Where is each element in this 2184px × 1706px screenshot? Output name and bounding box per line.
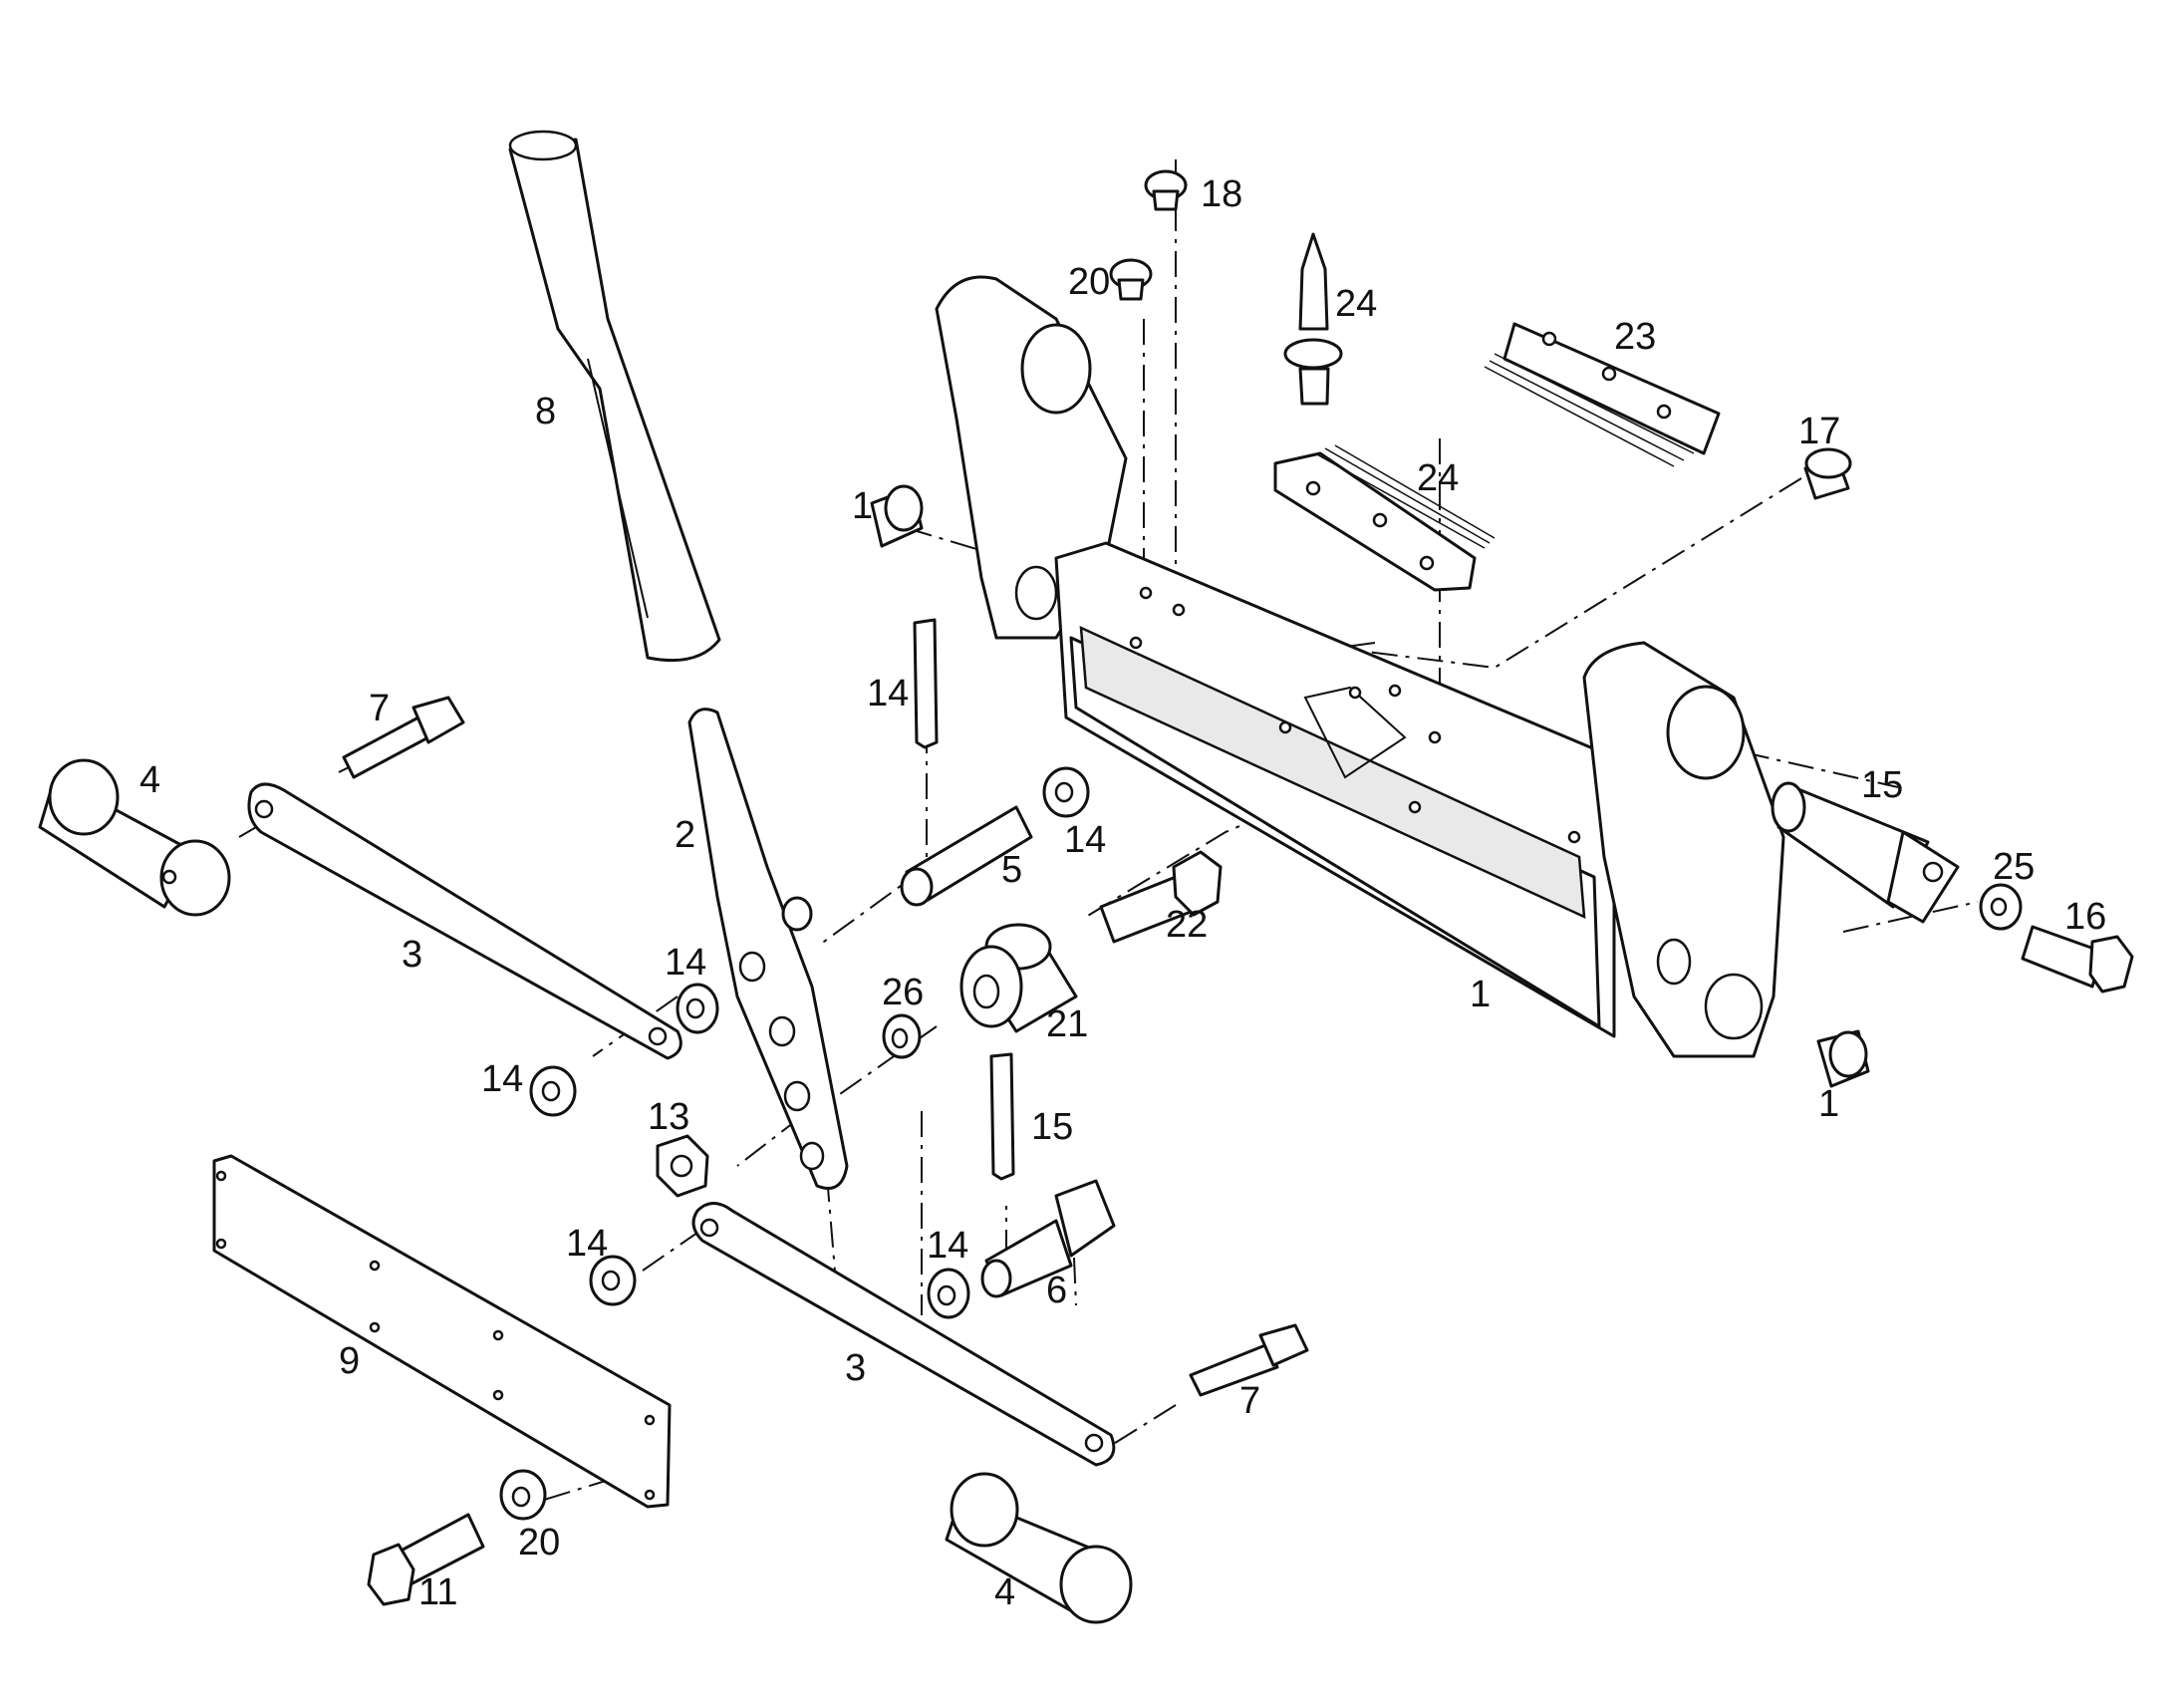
taper-pin-upper bbox=[913, 618, 939, 749]
callout-label: 25 bbox=[1993, 846, 2035, 888]
nut-13 bbox=[656, 1134, 709, 1198]
pin-upper bbox=[342, 696, 465, 779]
callout-label: 4 bbox=[994, 1571, 1015, 1613]
callout-label: 20 bbox=[518, 1522, 560, 1564]
stepped-pin-6 bbox=[980, 1179, 1116, 1298]
washer-26 bbox=[1979, 883, 2023, 931]
callout-label: 1 bbox=[852, 485, 873, 527]
callout-label: 7 bbox=[1239, 1380, 1260, 1422]
spike-25 bbox=[1283, 232, 1343, 406]
callout-label: 4 bbox=[139, 759, 160, 801]
callout-label: 14 bbox=[867, 673, 909, 714]
callout-label: 14 bbox=[566, 1223, 608, 1265]
callout-label: 20 bbox=[1068, 261, 1110, 303]
callout-label: 14 bbox=[665, 942, 706, 984]
washers-14 bbox=[529, 766, 1090, 1319]
cover-plate bbox=[212, 1154, 672, 1509]
brush-strip-upper bbox=[1484, 322, 1721, 467]
callout-label: 23 bbox=[1614, 316, 1656, 358]
link-upper bbox=[247, 782, 682, 1060]
callout-label: 22 bbox=[1166, 904, 1208, 946]
bolt-23 bbox=[1099, 850, 1223, 944]
callout-label: 18 bbox=[1201, 173, 1242, 215]
callout-label: 13 bbox=[648, 1096, 689, 1138]
roller-upper bbox=[38, 758, 231, 917]
callout-label: 15 bbox=[1031, 1106, 1073, 1148]
washer-30 bbox=[882, 1013, 922, 1059]
callout-label: 17 bbox=[1798, 411, 1840, 452]
callout-label: 16 bbox=[2064, 896, 2106, 938]
callout-label: 24 bbox=[1417, 457, 1459, 499]
link-lower bbox=[691, 1202, 1116, 1467]
bushing-1-left bbox=[870, 484, 924, 548]
bushing-22 bbox=[959, 923, 1078, 1033]
brush-strip-lower bbox=[1273, 444, 1496, 592]
lever bbox=[687, 708, 849, 1190]
washer-21 bbox=[499, 1469, 547, 1521]
callout-labels: 1 1 1 2 3 3 4 4 5 6 7 7 8 9 11 13 14 14 … bbox=[139, 173, 2106, 1613]
roller-lower bbox=[945, 1472, 1133, 1624]
callout-label: 3 bbox=[402, 934, 422, 976]
callout-label: 2 bbox=[675, 814, 695, 856]
bolt-17 bbox=[2021, 925, 2134, 994]
callout-label: 26 bbox=[882, 972, 924, 1013]
callout-label: 14 bbox=[1064, 819, 1106, 861]
bushing-1-right bbox=[1816, 1029, 1870, 1088]
callout-label: 14 bbox=[927, 1225, 968, 1267]
pin-5 bbox=[900, 805, 1033, 907]
cap-18 bbox=[1803, 447, 1852, 500]
callout-label: 1 bbox=[1470, 974, 1491, 1015]
callout-label: 8 bbox=[535, 391, 556, 432]
callout-label: 9 bbox=[339, 1340, 360, 1382]
callout-label: 21 bbox=[1046, 1003, 1088, 1045]
knob-20-lower bbox=[1109, 258, 1153, 301]
callout-label: 15 bbox=[1861, 764, 1903, 806]
callout-label: 5 bbox=[1001, 849, 1022, 891]
callout-label: 24 bbox=[1335, 283, 1377, 325]
taper-pin-lower bbox=[989, 1052, 1015, 1181]
callout-label: 14 bbox=[481, 1058, 523, 1100]
main-frame bbox=[935, 275, 1785, 1058]
callout-label: 1 bbox=[1818, 1083, 1839, 1125]
callout-label: 11 bbox=[418, 1571, 457, 1613]
bolt-11 bbox=[367, 1513, 485, 1606]
pin-lower bbox=[1189, 1323, 1309, 1397]
callout-label: 7 bbox=[369, 688, 390, 729]
handle-tube bbox=[508, 130, 721, 663]
knob-20-upper bbox=[1144, 169, 1188, 211]
callout-label: 3 bbox=[845, 1347, 866, 1389]
callout-label: 6 bbox=[1046, 1270, 1067, 1311]
pivot-pin-16 bbox=[1771, 781, 1960, 924]
